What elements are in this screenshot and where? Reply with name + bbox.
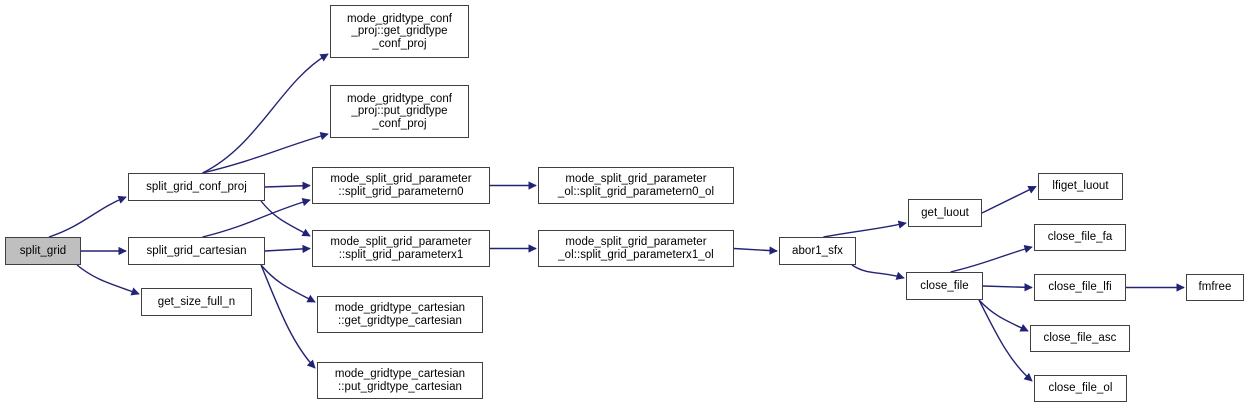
graph-node-label: close_file_ol (1048, 382, 1113, 395)
graph-node-split_grid[interactable]: split_grid (5, 237, 81, 265)
graph-node-label: close_file_fa (1047, 231, 1113, 244)
graph-node-label: mode_split_grid_parameter _ol::split_gri… (558, 235, 714, 261)
edge-split_grid_cartesian-to-split_grid_parameterx1 (264, 244, 311, 254)
graph-node-close_file_ol[interactable]: close_file_ol (1034, 375, 1127, 402)
edge-get_luout-to-lfiget_luout (981, 185, 1037, 214)
graph-node-label: get_size_full_n (157, 295, 236, 308)
graph-node-label: lfiget_luout (1052, 180, 1109, 193)
edge-split_grid-to-split_grid_conf_proj (48, 195, 127, 238)
edge-close_file-to-close_file_ol (978, 299, 1033, 382)
edge-split_grid-to-get_size_full_n (76, 264, 140, 296)
graph-node-get_luout[interactable]: get_luout (908, 199, 982, 227)
graph-node-label: abor1_sfx (792, 244, 843, 257)
graph-node-label: fmfree (1198, 281, 1232, 294)
edge-close_file-to-close_file_asc (978, 299, 1029, 332)
graph-node-label: split_grid_cartesian (146, 244, 247, 257)
graph-node-label: split_grid_conf_proj (146, 180, 247, 193)
graph-node-fmfree[interactable]: fmfree (1186, 274, 1244, 301)
edge-split_grid_conf_proj-to-split_grid_parametern0 (264, 181, 311, 190)
edge-split_grid_conf_proj-to-mode_gridtype_conf_proj_get (202, 53, 329, 174)
graph-node-label: mode_gridtype_conf _proj::put_gridtype _… (346, 92, 453, 130)
edge-split_grid_cartesian-to-mode_gridtype_cartesian_get (260, 264, 316, 303)
graph-node-label: mode_gridtype_cartesian ::put_gridtype_c… (334, 367, 466, 393)
graph-node-label: mode_split_grid_parameter ::split_grid_p… (330, 235, 472, 261)
graph-node-lfiget_luout[interactable]: lfiget_luout (1038, 173, 1123, 200)
graph-node-label: get_luout (921, 206, 969, 219)
graph-node-split_grid_cartesian[interactable]: split_grid_cartesian (128, 237, 265, 265)
graph-node-close_file_fa[interactable]: close_file_fa (1034, 224, 1126, 251)
graph-node-mode_gridtype_cartesian_put[interactable]: mode_gridtype_cartesian ::put_gridtype_c… (317, 362, 483, 399)
edge-split_grid_conf_proj-to-split_grid_parameterx1 (260, 200, 311, 237)
graph-node-mode_gridtype_conf_proj_put[interactable]: mode_gridtype_conf _proj::put_gridtype _… (330, 85, 469, 138)
graph-node-label: mode_split_grid_parameter ::split_grid_p… (330, 172, 472, 198)
graph-node-label: mode_split_grid_parameter _ol::split_gri… (557, 172, 715, 198)
edge-abor1_sfx-to-close_file (851, 264, 905, 280)
graph-node-label: close_file_lfi (1048, 281, 1112, 294)
graph-node-abor1_sfx[interactable]: abor1_sfx (779, 237, 856, 265)
edge-close_file-to-close_file_fa (950, 245, 1033, 273)
edge-split_grid_cartesian-to-mode_gridtype_cartesian_put (260, 264, 316, 369)
graph-node-split_grid_parametern0_ol[interactable]: mode_split_grid_parameter _ol::split_gri… (538, 167, 734, 204)
edge-close_file-to-close_file_lfi (982, 283, 1033, 292)
graph-node-close_file_asc[interactable]: close_file_asc (1030, 325, 1130, 352)
graph-node-split_grid_parameterx1[interactable]: mode_split_grid_parameter ::split_grid_p… (312, 230, 490, 267)
graph-node-label: mode_gridtype_conf _proj::get_gridtype _… (346, 12, 453, 50)
graph-node-label: close_file_asc (1043, 332, 1117, 345)
graph-node-label: split_grid (19, 244, 67, 257)
graph-node-label: mode_gridtype_cartesian ::get_gridtype_c… (334, 301, 466, 327)
graph-node-label: close_file (920, 279, 969, 292)
graph-node-mode_gridtype_cartesian_get[interactable]: mode_gridtype_cartesian ::get_gridtype_c… (317, 296, 483, 333)
graph-node-close_file_lfi[interactable]: close_file_lfi (1034, 274, 1126, 301)
graph-node-close_file[interactable]: close_file (906, 272, 983, 300)
graph-node-get_size_full_n[interactable]: get_size_full_n (141, 288, 252, 316)
graph-node-split_grid_parametern0[interactable]: mode_split_grid_parameter ::split_grid_p… (312, 167, 490, 204)
graph-node-split_grid_parameterx1_ol[interactable]: mode_split_grid_parameter _ol::split_gri… (538, 230, 734, 267)
edge-split_grid_conf_proj-to-mode_gridtype_conf_proj_put (202, 132, 329, 174)
graph-node-split_grid_conf_proj[interactable]: split_grid_conf_proj (128, 173, 265, 201)
graph-node-mode_gridtype_conf_proj_get[interactable]: mode_gridtype_conf _proj::get_gridtype _… (330, 5, 469, 58)
edge-split_grid_cartesian-to-split_grid_parametern0 (202, 198, 311, 238)
edge-split_grid_parameterx1_ol-to-abor1_sfx (733, 246, 778, 255)
edge-abor1_sfx-to-get_luout (823, 220, 907, 238)
